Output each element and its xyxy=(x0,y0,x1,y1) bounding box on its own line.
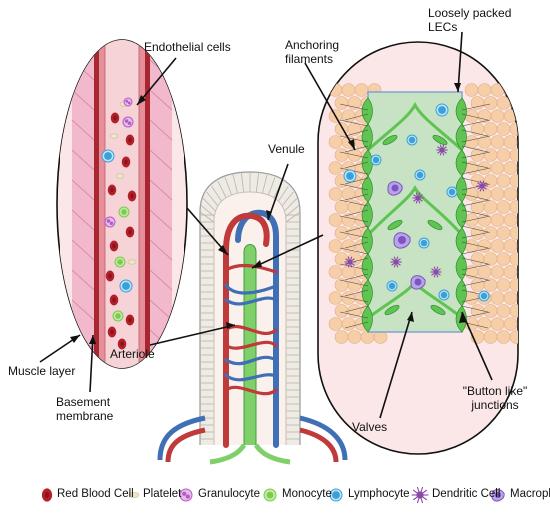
label-muscle-layer: Muscle layer xyxy=(8,364,76,378)
dendritic-cell-icon xyxy=(436,144,448,156)
legend-label-lymphocyte: Lymphocyte xyxy=(348,488,410,500)
macrophage-icon xyxy=(387,181,403,196)
lymphocyte-icon xyxy=(414,169,426,181)
granulocyte-icon xyxy=(104,216,116,228)
legend-label-dendritic-cell: Dendritic Cell xyxy=(432,488,501,500)
macrophage-icon xyxy=(491,489,505,502)
dendritic-cell-icon xyxy=(344,256,356,268)
blood-cells xyxy=(101,97,137,350)
red-blood-cell-icon xyxy=(110,112,120,124)
villus xyxy=(157,171,348,465)
lymphocyte-icon xyxy=(329,488,343,502)
red-blood-cell-icon xyxy=(109,294,119,306)
red-blood-cell-icon xyxy=(105,270,115,282)
red-blood-cell-icon xyxy=(107,326,117,338)
immune-cells xyxy=(343,103,490,302)
platelet-icon xyxy=(128,491,140,499)
monocyte-icon xyxy=(112,310,124,322)
lymphocyte-icon xyxy=(418,237,430,249)
label-arteriole: Arteriole xyxy=(110,347,155,361)
legend xyxy=(41,486,505,504)
monocyte-icon xyxy=(118,206,130,218)
red-blood-cell-icon xyxy=(117,338,127,350)
monocyte-icon xyxy=(263,488,277,502)
red-blood-cell-icon xyxy=(127,190,137,202)
basement-membrane-right xyxy=(145,40,150,368)
dendritic-cell-icon xyxy=(430,266,442,278)
legend-label-red-blood-cell: Red Blood Cell xyxy=(57,488,134,500)
red-blood-cell-icon xyxy=(125,226,135,238)
valve xyxy=(366,185,464,237)
dendritic-cell-icon xyxy=(390,256,402,268)
legend-label-granulocyte: Granulocyte xyxy=(198,488,261,500)
macrophage-icon xyxy=(393,232,411,249)
lymphatic-panel xyxy=(317,41,519,455)
platelet-icon xyxy=(109,133,119,139)
label-endothelial-cells: Endothelial cells xyxy=(144,40,231,54)
arrow-heads xyxy=(70,83,466,344)
red-blood-cell-icon xyxy=(125,314,135,326)
red-blood-cell-icon xyxy=(41,488,53,502)
arteriole-vessel xyxy=(223,212,270,448)
label-button-like-junctions: "Button like"junctions xyxy=(462,384,528,412)
legend-label-macrophage: Macrophage xyxy=(510,488,550,500)
basement-membrane-left xyxy=(94,40,99,368)
lymphocyte-icon xyxy=(435,103,449,117)
muscle-layer-right xyxy=(150,40,172,368)
anchoring-filaments xyxy=(339,103,491,329)
label-venule: Venule xyxy=(268,142,305,156)
lymphocyte-icon xyxy=(438,289,450,301)
red-blood-cell-icon xyxy=(121,156,131,168)
dendritic-cell-icon xyxy=(411,486,429,504)
monocyte-icon xyxy=(114,256,126,268)
platelet-icon xyxy=(127,259,137,265)
lymphocyte-icon xyxy=(386,280,398,292)
dendritic-cell-icon xyxy=(476,180,488,192)
red-blood-cell-icon xyxy=(125,134,135,146)
blood-vessel-panel xyxy=(56,39,188,369)
lymphatic-endothelial-cells xyxy=(361,97,467,333)
muscle-layer-left xyxy=(72,40,94,368)
macrophage-icon xyxy=(410,275,426,290)
capillary-network xyxy=(224,263,278,396)
legend-label-monocyte: Monocyte xyxy=(282,488,332,500)
granulocyte-icon xyxy=(123,97,133,107)
lymphocyte-icon xyxy=(370,154,382,166)
red-blood-cell-icon xyxy=(109,240,119,252)
lymphocyte-icon xyxy=(101,149,115,163)
granulocyte-icon xyxy=(122,116,134,128)
lymphocyte-icon xyxy=(406,134,418,146)
label-valves: Valves xyxy=(352,420,388,434)
platelet-icon xyxy=(115,173,125,179)
lymphocyte-icon xyxy=(478,290,490,302)
granulocyte-icon xyxy=(179,488,193,502)
dendritic-cell-icon xyxy=(412,192,424,204)
legend-label-platelet: Platelet xyxy=(143,488,182,500)
lymphocyte-icon xyxy=(343,169,357,183)
red-blood-cell-icon xyxy=(107,184,117,196)
annotation-arrows xyxy=(39,31,493,419)
lymphocyte-icon xyxy=(446,186,458,198)
lymphocyte-icon xyxy=(119,279,133,293)
